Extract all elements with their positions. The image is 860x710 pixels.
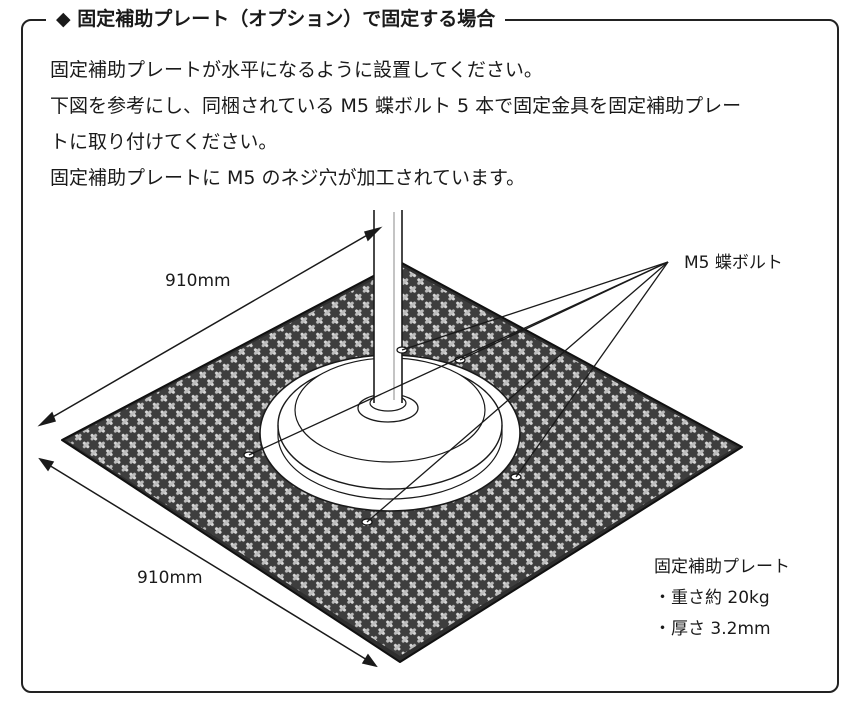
- spec-thickness: ・厚さ 3.2mm: [654, 619, 771, 639]
- stand-base: [259, 354, 521, 512]
- bolt-label: M5 蝶ボルト: [684, 253, 783, 273]
- instruction-line: 下図を参考にし、同梱されている M5 蝶ボルト 5 本で固定金具を固定補助プレー: [50, 95, 742, 117]
- dimension-label-back: 910mm: [165, 271, 231, 291]
- plate-spec: 固定補助プレート ・重さ約 20kg ・厚さ 3.2mm: [654, 552, 790, 645]
- spec-weight: ・重さ約 20kg: [654, 588, 770, 608]
- bolt-leader-lines: [248, 261, 669, 523]
- stand-pole: [373, 210, 403, 404]
- instruction-line: トに取り付けてください。: [50, 131, 278, 153]
- spec-title: 固定補助プレート: [654, 557, 790, 577]
- instruction-line: 固定補助プレートが水平になるように設置してください。: [50, 59, 543, 81]
- section-title: ◆ 固定補助プレート（オプション）で固定する場合: [46, 4, 506, 34]
- dimension-label-front: 910mm: [137, 568, 203, 588]
- instructions: 固定補助プレートが水平になるように設置してください。 下図を参考にし、同梱されて…: [50, 52, 830, 196]
- instruction-line: 固定補助プレートに M5 のネジ穴が加工されています。: [50, 167, 526, 189]
- dimension-arrows: [37, 226, 383, 668]
